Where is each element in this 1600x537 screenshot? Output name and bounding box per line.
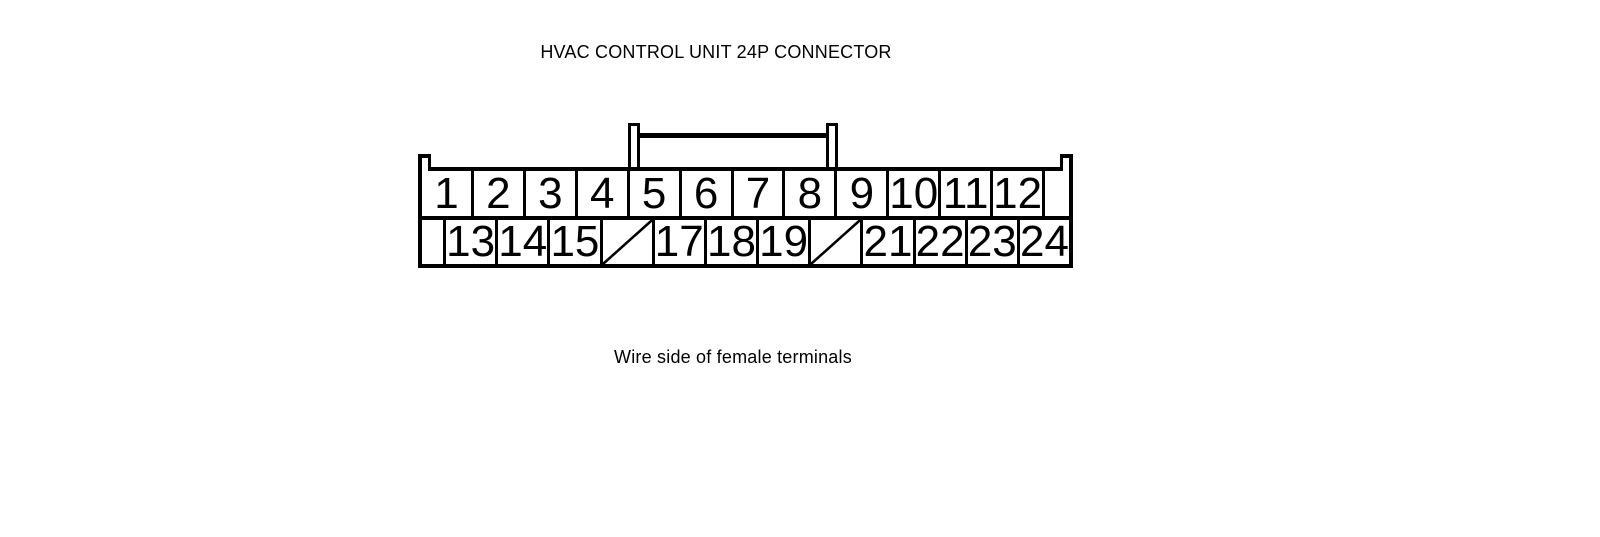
pin-cell-17: 17 [654, 217, 707, 266]
pin-number: 13 [446, 217, 496, 266]
pin-number: 18 [706, 217, 756, 266]
pin-number: 6 [693, 168, 719, 218]
pin-cell-9: 9 [837, 168, 890, 218]
pin-number: 22 [915, 217, 965, 266]
pin-cell-15: 15 [550, 217, 603, 266]
pin-number: 11 [942, 168, 989, 218]
pin-cell-24: 24 [1019, 217, 1070, 266]
pin-cell-11: 11 [941, 168, 994, 218]
slash-icon [602, 220, 652, 264]
pin-number: 9 [849, 168, 875, 218]
pin-cell-10: 10 [889, 168, 942, 218]
pin-number: 3 [538, 168, 563, 218]
pin-number: 21 [863, 217, 913, 266]
pin-number: 14 [498, 217, 548, 266]
pin-cell-8: 8 [785, 168, 838, 218]
pin-number: 24 [1020, 217, 1069, 266]
latch-bar [637, 133, 829, 138]
pin-cell-1: 1 [422, 171, 474, 216]
diagram-title: HVAC CONTROL UNIT 24P CONNECTOR [540, 42, 892, 62]
pin-number: 4 [589, 168, 615, 218]
pin-number: 7 [745, 168, 771, 218]
spacer-cavity [1045, 171, 1070, 216]
pin-cell-3: 3 [525, 168, 578, 218]
corner-tab-right [1060, 154, 1073, 171]
pin-cell-14: 14 [498, 217, 551, 266]
corner-tab-left [418, 154, 431, 171]
view-caption: Wire side of female terminals [614, 347, 852, 367]
pin-cell-21: 21 [863, 217, 916, 266]
pin-number: 15 [550, 217, 600, 266]
pin-number: 12 [993, 168, 1043, 218]
spacer-cavity [422, 220, 446, 264]
pin-cell-2: 2 [473, 168, 526, 218]
pin-cell-4: 4 [577, 168, 630, 218]
pin-cell-23: 23 [967, 217, 1020, 266]
pin-cell-18: 18 [706, 217, 760, 266]
latch-post-right [826, 123, 838, 167]
pin-cell-22: 22 [915, 217, 968, 266]
pin-number: 1 [434, 168, 459, 218]
blocked-cavity [811, 220, 864, 264]
pin-number: 19 [759, 217, 809, 266]
pin-number: 10 [889, 168, 939, 218]
pin-number: 8 [797, 168, 823, 218]
pin-cell-19: 19 [759, 217, 812, 266]
pin-cell-7: 7 [733, 168, 786, 218]
slash-icon [811, 220, 861, 264]
pin-cell-5: 5 [629, 168, 682, 218]
pin-number: 17 [654, 217, 704, 266]
latch-post-left [628, 123, 640, 167]
pin-number: 2 [486, 168, 511, 218]
pin-cell-6: 6 [681, 168, 734, 218]
pin-number: 23 [967, 217, 1017, 266]
pin-number: 5 [641, 168, 667, 218]
pin-cell-13: 13 [446, 217, 499, 266]
blocked-cavity [602, 220, 655, 264]
pin-cell-12: 12 [993, 168, 1046, 218]
